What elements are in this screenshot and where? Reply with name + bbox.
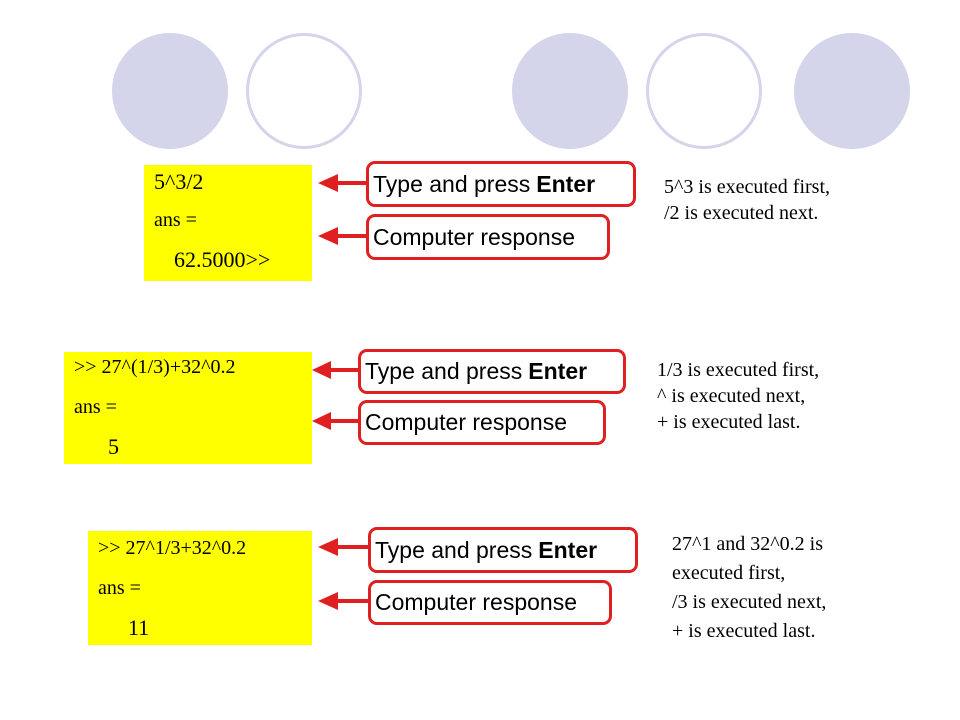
code-input: >> 27^1/3+32^0.2 [98,537,247,559]
note-line: 1/3 is executed first, [657,359,820,381]
code-block-2: >> 27^(1/3)+32^0.2 ans = 5 [64,352,312,464]
ans-label: ans = [74,396,117,418]
computer-response-tag-2: Computer response [358,400,606,445]
code-input: 5^3/2 [154,169,204,194]
computer-response-tag-1: Computer response [366,214,610,260]
tag-prefix: Type and press [365,358,523,384]
arrowhead-2-response [312,412,331,430]
arrowhead-2-enter [312,361,331,379]
explanation-note-3: 27^1 and 32^0.2 is executed first, /3 is… [672,530,826,646]
arrowhead-3-enter [318,538,338,556]
tag-label: Computer response [365,409,567,435]
enter-key-label: Enter [528,358,588,384]
code-result: 62.5000>> [174,247,271,272]
explanation-note-1: 5^3 is executed first, /2 is executed ne… [664,174,830,226]
decorative-circle-2 [246,33,362,149]
note-line: 27^1 and 32^0.2 is [672,533,823,555]
note-line: + is executed last. [672,620,816,642]
code-block-3: >> 27^1/3+32^0.2 ans = 11 [88,531,312,645]
arrowhead-1-response [318,227,338,245]
decorative-circle-4 [646,33,762,149]
code-result: 5 [108,434,119,459]
arrowhead-1-enter [318,174,338,192]
ans-label: ans = [154,209,197,231]
ans-label: ans = [98,577,141,599]
note-line: /2 is executed next. [664,202,819,224]
tag-label: Computer response [375,589,577,615]
code-result: 11 [128,615,150,640]
tag-prefix: Type and press [375,536,533,563]
explanation-note-2: 1/3 is executed first, ^ is executed nex… [657,357,819,435]
decorative-circle-5 [794,33,910,149]
enter-key-label: Enter [538,536,598,563]
tag-prefix: Type and press [373,170,531,197]
note-line: 5^3 is executed first, [664,176,831,198]
note-line: + is executed last. [657,411,801,433]
computer-response-tag-3: Computer response [368,580,612,625]
decorative-circle-3 [512,33,628,149]
note-line: /3 is executed next, [672,591,827,613]
tag-label: Computer response [373,223,575,250]
enter-key-label: Enter [536,170,596,197]
note-line: ^ is executed next, [657,385,806,407]
note-line: executed first, [672,562,786,584]
decorative-circle-1 [112,33,228,149]
code-block-1: 5^3/2 ans = 62.5000>> [144,165,312,281]
arrowhead-3-response [318,592,338,610]
code-input: >> 27^(1/3)+32^0.2 [74,356,236,378]
